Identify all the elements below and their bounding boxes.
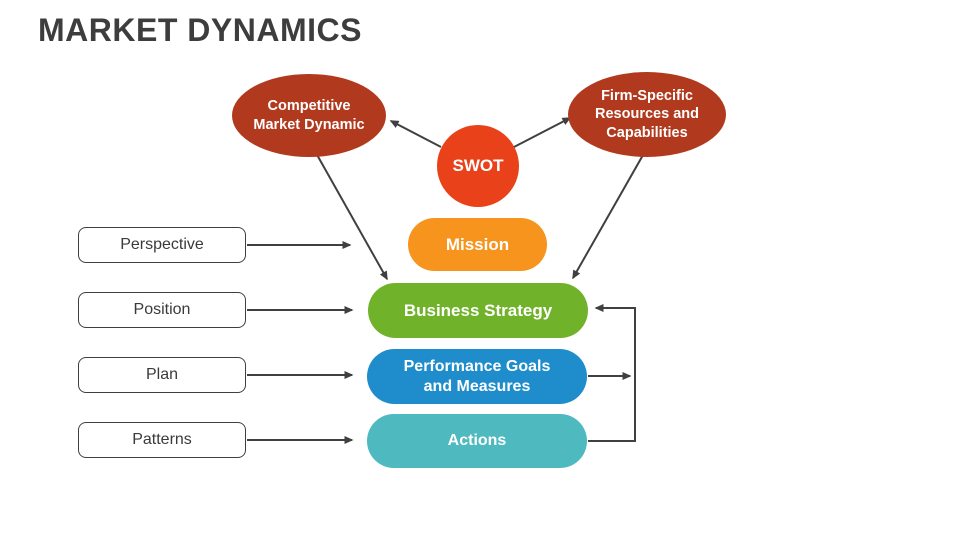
node-label: Firm-Specific Resources and Capabilities — [595, 88, 699, 141]
side-box-position: Position — [78, 292, 246, 328]
node-swot: SWOT — [437, 125, 519, 207]
node-performance-goals: Performance Goals and Measures — [367, 349, 587, 404]
node-label: Mission — [445, 234, 510, 254]
side-box-label: Patterns — [132, 431, 192, 448]
side-box-label: Plan — [145, 366, 179, 383]
node-label: Competitive Market Dynamic — [253, 98, 365, 133]
arrow-swot-to-competitive — [389, 120, 442, 148]
side-box-label: Position — [133, 301, 191, 318]
side-box-patterns: Patterns — [78, 422, 246, 458]
page-title: MARKET DYNAMICS — [38, 12, 362, 48]
node-actions: Actions — [367, 414, 587, 468]
arrow-actions-feedback-to-strategy — [588, 304, 636, 442]
side-box-plan: Plan — [78, 357, 246, 393]
node-business-strategy: Business Strategy — [368, 283, 588, 338]
side-box-perspective: Perspective — [78, 227, 246, 263]
arrow-competitive-to-strategy — [315, 152, 388, 281]
arrow-firm-specific-to-strategy — [572, 154, 644, 280]
node-label: Actions — [447, 432, 507, 449]
arrow-swot-to-firm-specific — [513, 117, 572, 148]
side-box-label: Perspective — [120, 236, 204, 253]
node-label: SWOT — [452, 156, 504, 176]
node-label: Business Strategy — [403, 300, 553, 320]
node-firm-specific-resources: Firm-Specific Resources and Capabilities — [568, 72, 726, 157]
node-competitive-market-dynamic: Competitive Market Dynamic — [232, 74, 386, 157]
node-mission: Mission — [408, 218, 547, 271]
node-label: Performance Goals and Measures — [403, 357, 551, 395]
